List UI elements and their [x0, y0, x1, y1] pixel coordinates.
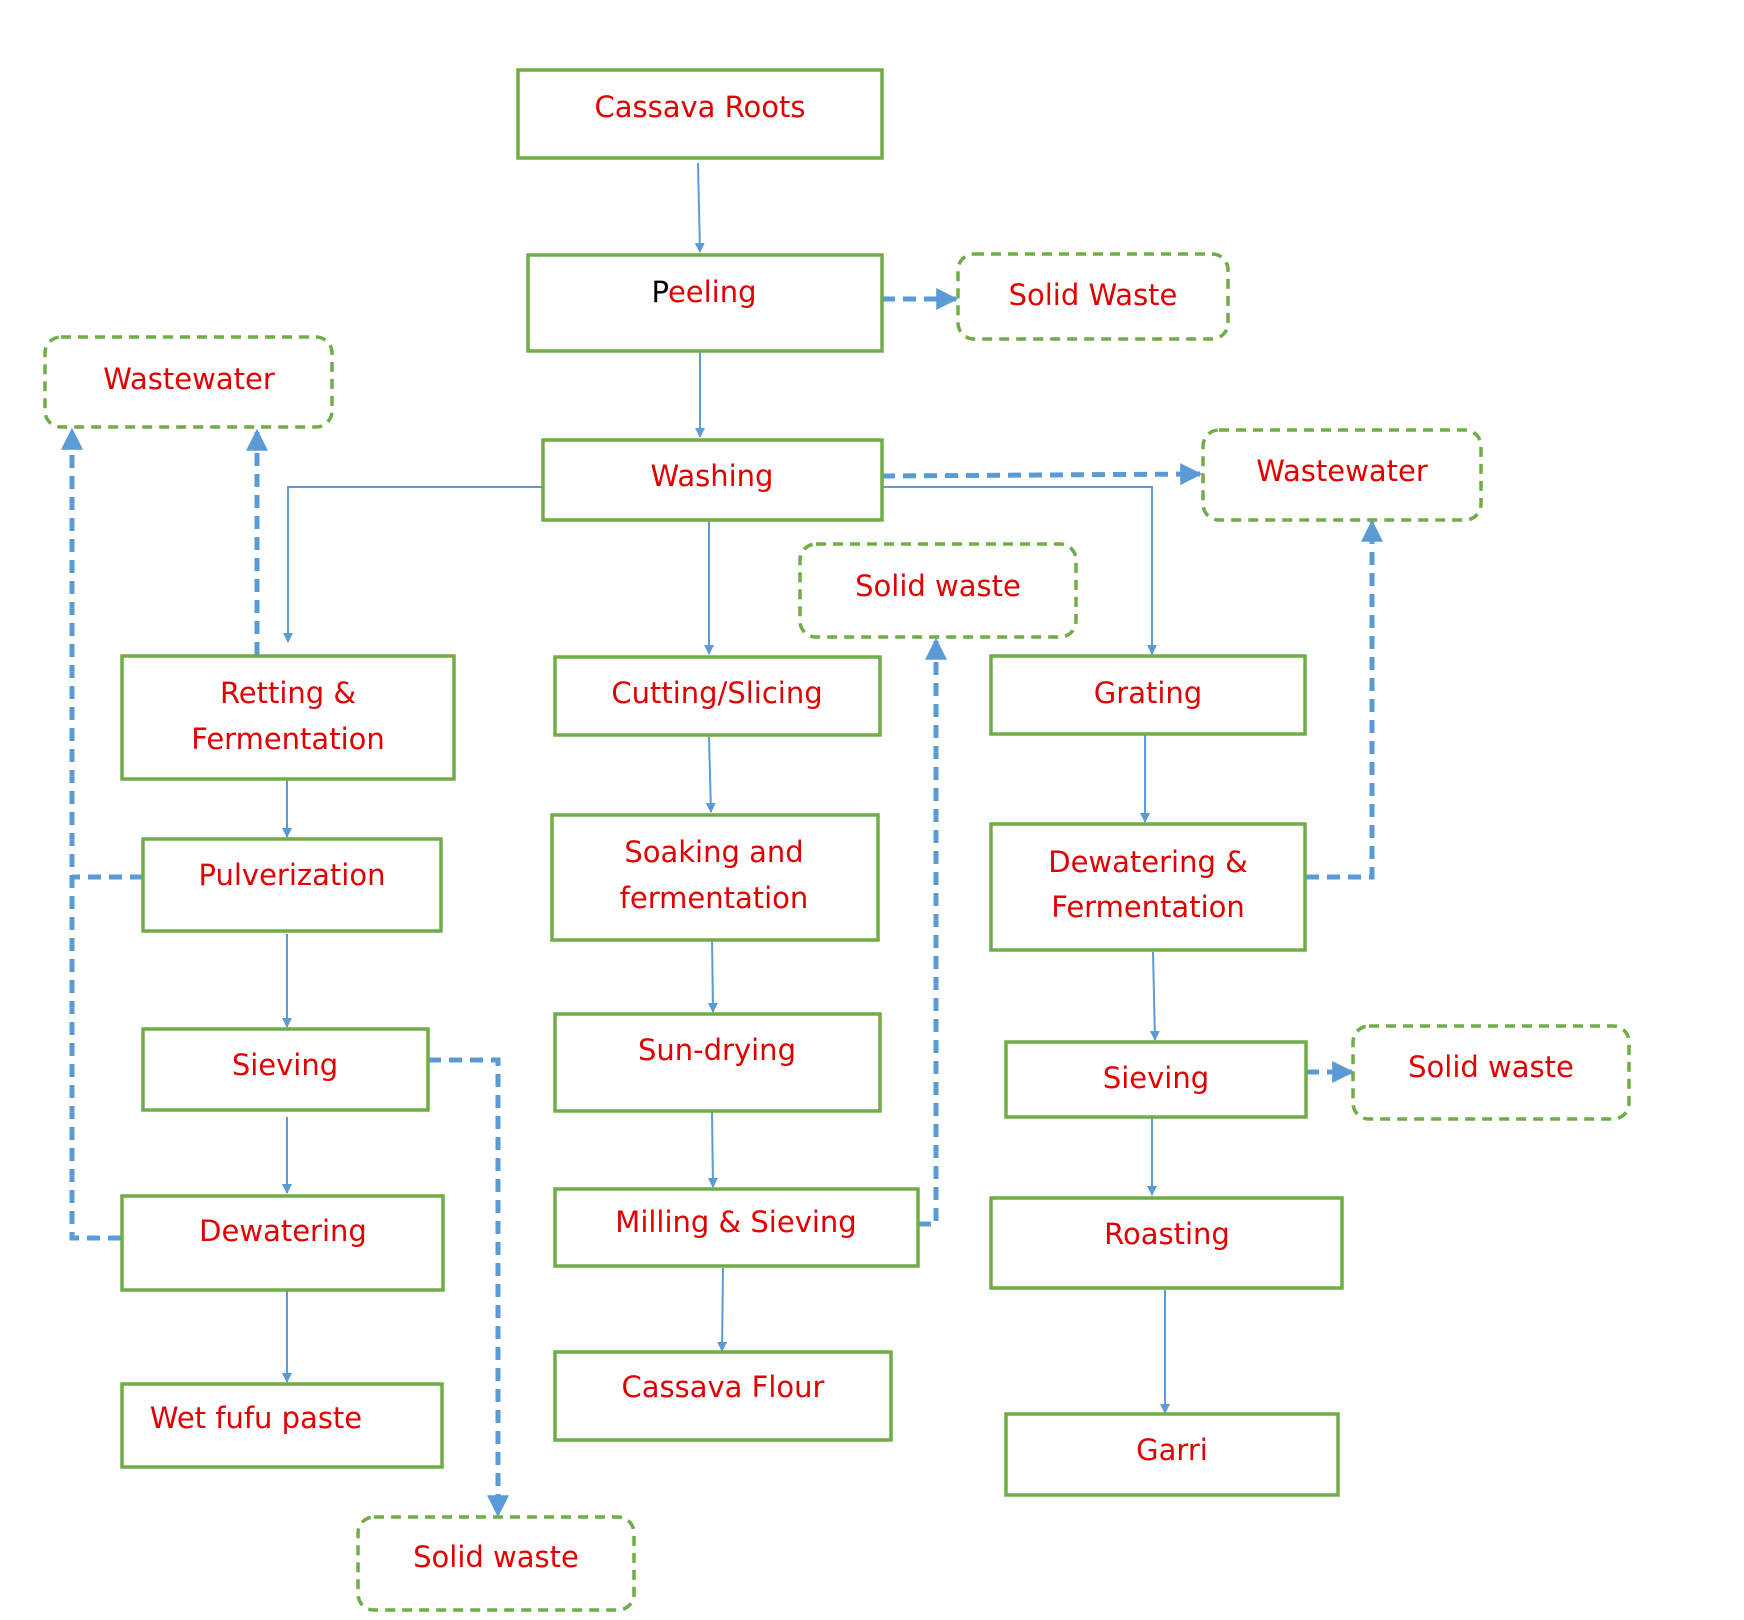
- node-solid-waste-right: Solid waste: [1351, 1024, 1631, 1121]
- arrow-dewatering-to-sieving: [1149, 951, 1160, 1041]
- node-cassava-flour: Cassava Flour: [553, 1350, 893, 1442]
- label-retting-line2: Fermentation: [191, 722, 385, 756]
- node-sieving-right: Sieving: [1004, 1040, 1308, 1119]
- label-cassava-flour: Cassava Flour: [622, 1370, 825, 1404]
- label-cassava-roots: Cassava Roots: [595, 90, 806, 124]
- node-garri: Garri: [1004, 1412, 1340, 1497]
- label-soaking-line2: fermentation: [620, 881, 809, 915]
- arrow-sieving-to-solid-waste: [428, 1057, 509, 1518]
- label-wet-fufu-paste: Wet fufu paste: [150, 1401, 362, 1435]
- arrow-dewatering-to-wastewater: [61, 427, 121, 1241]
- arrow-washing-to-wastewater: [881, 463, 1203, 486]
- label-dewatering: Dewatering: [199, 1214, 367, 1248]
- label-peeling-rest: eeling: [668, 275, 757, 309]
- waste-flow-arrows: [61, 288, 1383, 1518]
- node-grating: Grating: [989, 654, 1307, 736]
- arrow-roots-to-peeling: [694, 162, 705, 253]
- label-milling-sieving: Milling & Sieving: [615, 1205, 856, 1239]
- node-dewatering-fermentation: Dewatering & Fermentation: [989, 822, 1307, 952]
- node-wastewater-left: Wastewater: [43, 335, 334, 429]
- node-dewatering: Dewatering: [120, 1194, 445, 1292]
- arrow-cutting-to-soaking: [705, 736, 716, 813]
- node-roasting: Roasting: [989, 1196, 1344, 1290]
- label-grating: Grating: [1094, 676, 1202, 710]
- label-wastewater-right: Wastewater: [1256, 454, 1428, 488]
- arrow-milling-to-solid-waste: [918, 637, 947, 1227]
- label-sieving-right: Sieving: [1103, 1061, 1209, 1095]
- label-roasting: Roasting: [1104, 1217, 1230, 1251]
- label-pulverization: Pulverization: [199, 858, 386, 892]
- node-peeling: Peeling: [526, 253, 884, 353]
- node-soaking-fermentation: Soaking and fermentation: [550, 813, 880, 942]
- arrow-washing-to-retting: [283, 486, 543, 643]
- label-sieving-left: Sieving: [232, 1048, 338, 1082]
- node-cutting-slicing: Cutting/Slicing: [553, 655, 882, 737]
- label-dewatering-ferm-line1: Dewatering &: [1048, 845, 1247, 879]
- label-dewatering-ferm-line2: Fermentation: [1051, 890, 1245, 924]
- process-flow-arrows: [282, 162, 1170, 1414]
- arrow-dewatering-ferm-to-wastewater: [1306, 519, 1383, 880]
- label-peeling: Peeling: [651, 275, 756, 309]
- node-milling-sieving: Milling & Sieving: [553, 1187, 920, 1268]
- arrow-milling-to-flour: [717, 1267, 728, 1352]
- arrow-soaking-to-sundrying: [707, 936, 718, 1013]
- arrow-sundrying-to-milling: [707, 1111, 718, 1188]
- label-solid-waste-bottom: Solid waste: [413, 1540, 579, 1574]
- label-solid-waste-right: Solid waste: [1408, 1050, 1574, 1084]
- label-solid-waste-middle: Solid waste: [855, 569, 1021, 603]
- node-washing: Washing: [541, 438, 884, 522]
- node-sun-drying: Sun-drying: [553, 1012, 882, 1113]
- label-solid-waste-peeling: Solid Waste: [1009, 278, 1178, 312]
- node-solid-waste-bottom: Solid waste: [356, 1515, 636, 1612]
- label-cutting-slicing: Cutting/Slicing: [611, 676, 822, 710]
- label-sun-drying: Sun-drying: [638, 1033, 796, 1067]
- label-garri: Garri: [1136, 1433, 1208, 1467]
- label-retting-line1: Retting &: [220, 676, 356, 710]
- label-soaking-line1: Soaking and: [624, 835, 803, 869]
- arrow-washing-to-grating: [882, 486, 1157, 655]
- node-solid-waste-middle: Solid waste: [798, 542, 1078, 639]
- node-solid-waste-peeling: Solid Waste: [956, 252, 1230, 341]
- label-washing: Washing: [651, 459, 774, 493]
- label-wastewater-left: Wastewater: [103, 362, 275, 396]
- node-wet-fufu-paste: Wet fufu paste: [120, 1382, 444, 1469]
- node-sieving-left: Sieving: [141, 1027, 430, 1112]
- node-pulverization: Pulverization: [141, 837, 443, 933]
- node-retting-fermentation: Retting & Fermentation: [120, 654, 456, 781]
- node-cassava-roots: Cassava Roots: [516, 68, 884, 160]
- node-wastewater-right: Wastewater: [1201, 428, 1483, 522]
- label-peeling-first-letter: P: [651, 275, 668, 309]
